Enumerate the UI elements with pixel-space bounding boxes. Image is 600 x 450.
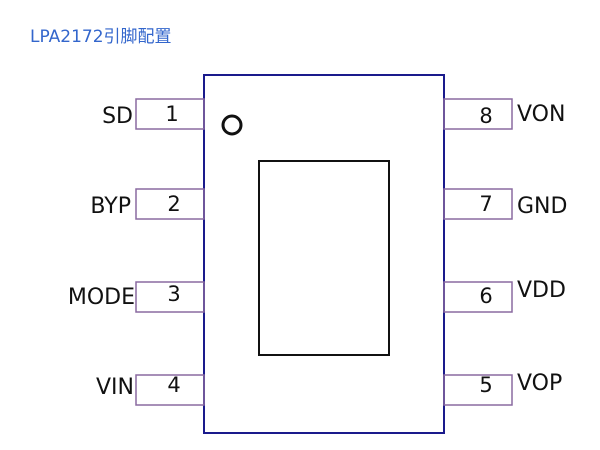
pin-number-6: 6 — [479, 284, 492, 308]
pin-number-1: 1 — [165, 102, 178, 126]
diagram-title: LPA2172引脚配置 — [30, 27, 172, 47]
pin-box-6 — [443, 281, 513, 313]
pin-label-vin: VIN — [96, 375, 134, 400]
exposed-pad — [258, 160, 390, 356]
pin-label-gnd: GND — [517, 194, 567, 219]
pin-box-3 — [135, 281, 205, 313]
pin-box-1 — [135, 98, 205, 130]
pin-number-2: 2 — [167, 192, 180, 216]
pin-number-8: 8 — [479, 104, 492, 128]
pin1-marker-icon — [221, 114, 243, 136]
pin-box-2 — [135, 188, 205, 220]
pin-number-7: 7 — [479, 192, 492, 216]
left-pins: 1 SD 2 BYP 3 MODE 4 VIN — [68, 98, 205, 406]
right-pins: 8 VON 7 GND 6 VDD 5 VOP — [443, 98, 567, 406]
pin-box-4 — [135, 374, 205, 406]
pin-box-5 — [443, 374, 513, 406]
pin-label-vop: VOP — [517, 371, 562, 396]
pin-label-vdd: VDD — [517, 278, 566, 303]
chip-body — [203, 74, 445, 434]
pin-number-4: 4 — [167, 373, 180, 397]
pin-label-von: VON — [517, 102, 565, 127]
pin-box-8 — [443, 98, 513, 130]
pin-box-7 — [443, 188, 513, 220]
pin-number-5: 5 — [479, 373, 492, 397]
pin-number-3: 3 — [167, 282, 180, 306]
pin-label-byp: BYP — [90, 194, 131, 219]
pin-label-sd: SD — [102, 104, 133, 129]
pin-label-mode: MODE — [68, 285, 135, 310]
